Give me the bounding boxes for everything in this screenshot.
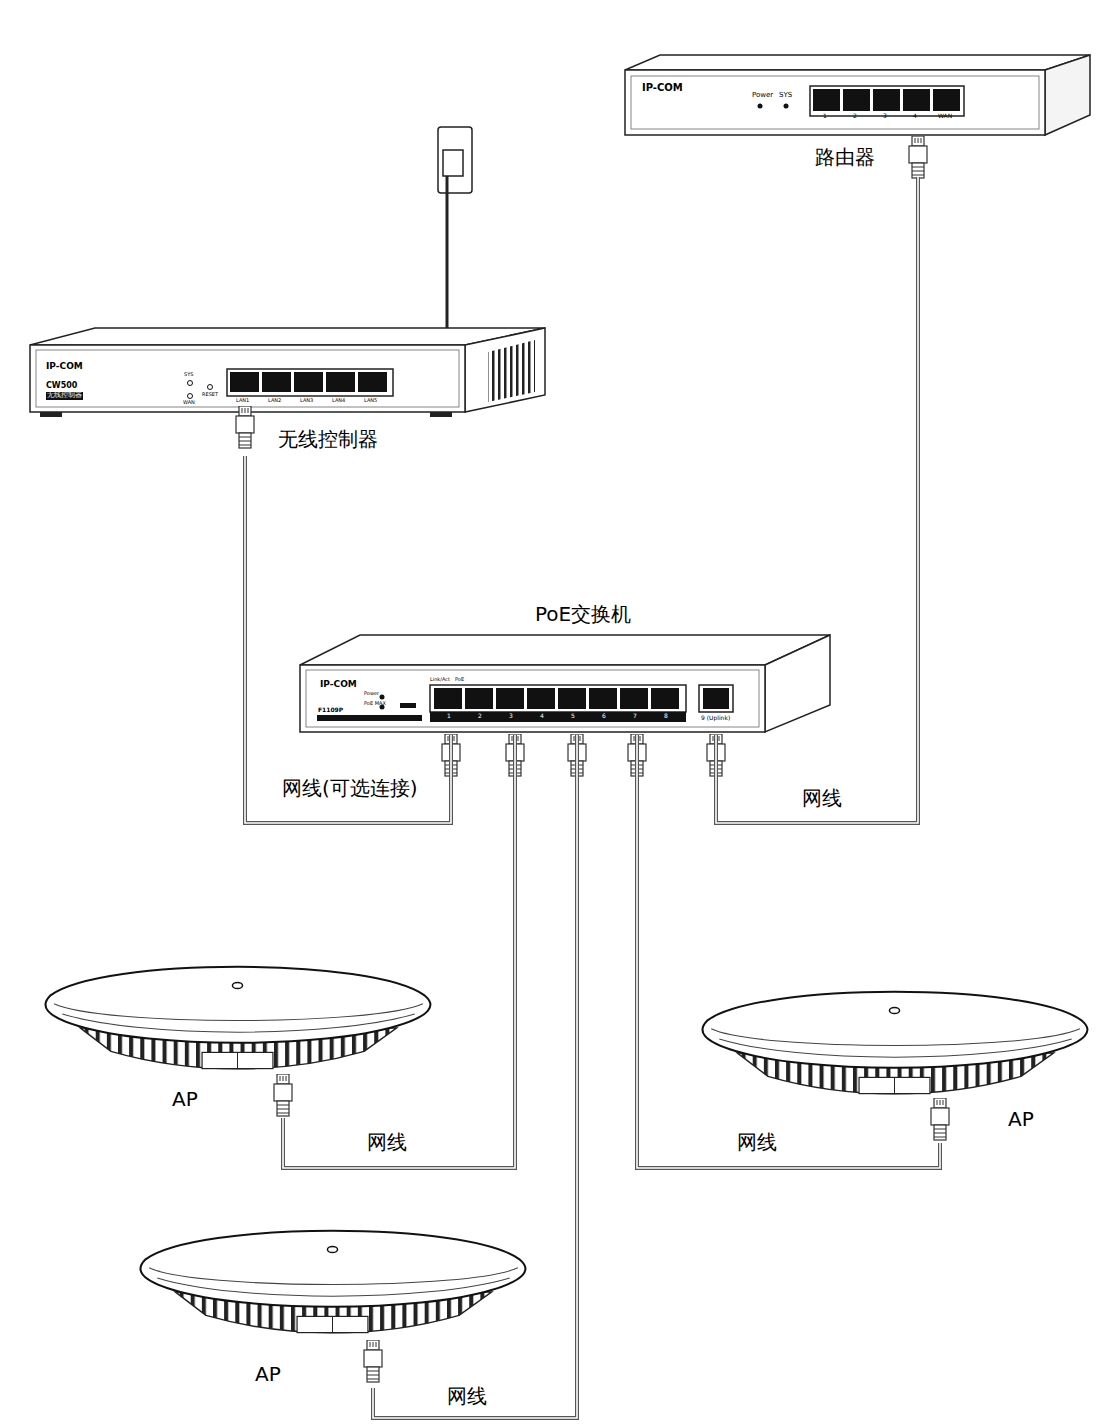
panel-marking: LAN1 (236, 398, 249, 404)
panel-marking: SYS (779, 92, 792, 100)
panel-marking: PoE MAX (364, 701, 386, 707)
panel-marking: CW500 (46, 382, 77, 391)
panel-marking: 5 (570, 713, 576, 720)
network-cable (637, 735, 940, 1168)
device-label: AP (255, 1362, 281, 1386)
panel-marking: 无线控制器 (46, 392, 83, 400)
device-node: AP (700, 983, 1085, 1143)
panel-marking: 4 (913, 113, 917, 120)
cable-label: 网线 (365, 1130, 409, 1154)
device-node: 路由器 (625, 55, 1095, 177)
network-cable (245, 456, 451, 823)
panel-marking: Link/Act (430, 677, 450, 683)
cable-label: 网线 (800, 786, 844, 810)
panel-marking: 9 (Uplink) (701, 715, 730, 722)
panel-marking: 6 (601, 713, 607, 720)
device-label: 路由器 (815, 145, 875, 169)
panel-marking: WAN (183, 400, 195, 406)
panel-marking: LAN4 (332, 398, 345, 404)
panel-marking: 2 (853, 113, 857, 120)
device-label: PoE交换机 (535, 602, 631, 626)
panel-marking: WAN (938, 113, 952, 120)
panel-marking: IP-COM (46, 362, 83, 372)
device-node: AP (45, 958, 430, 1118)
panel-marking: 1 (823, 113, 827, 120)
cable-label: 网线 (445, 1384, 489, 1408)
panel-marking: 4 (539, 713, 545, 720)
device-label: AP (1008, 1107, 1034, 1131)
panel-marking: LAN2 (268, 398, 281, 404)
panel-marking: PoE (455, 677, 464, 683)
panel-marking: 3 (883, 113, 887, 120)
panel-marking: F1109P (318, 707, 343, 714)
panel-marking: 7 (632, 713, 638, 720)
cable-label: 网线 (735, 1130, 779, 1154)
panel-marking: 1 (446, 713, 452, 720)
panel-marking: IP-COM (642, 82, 683, 93)
device-label: 无线控制器 (278, 427, 378, 451)
panel-marking: LAN5 (364, 398, 377, 404)
device-label: AP (172, 1087, 198, 1111)
network-cable (716, 177, 918, 823)
panel-marking: 2 (477, 713, 483, 720)
panel-marking: LAN3 (300, 398, 313, 404)
panel-marking: SYS (184, 372, 193, 378)
panel-marking: 8 (663, 713, 669, 720)
device-node: AP (140, 1222, 525, 1388)
panel-marking: 3 (508, 713, 514, 720)
device-node: PoE交换机 (300, 600, 830, 735)
panel-marking: IP-COM (320, 680, 357, 690)
panel-marking: Power (364, 691, 379, 697)
panel-marking: RESET (202, 392, 218, 398)
network-cable (373, 735, 577, 1418)
device-node: 无线控制器 (30, 328, 545, 456)
panel-marking: Power (752, 92, 773, 100)
cable-label: 网线(可选连接) (280, 776, 420, 800)
